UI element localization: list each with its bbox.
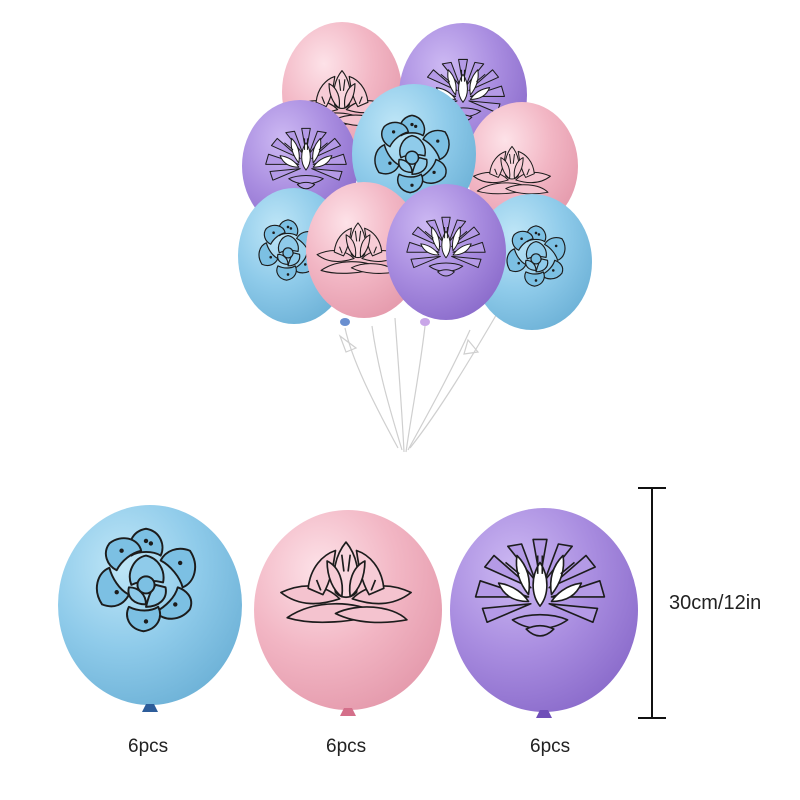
count-label-blue: 6pcs — [128, 736, 169, 757]
count-label-pink: 6pcs — [326, 736, 367, 757]
balloon-bouquet — [238, 22, 592, 453]
count-label-purple: 6pcs — [530, 736, 571, 757]
balloon-purple-agave — [450, 508, 638, 718]
balloon-strings — [338, 299, 506, 453]
size-label: 30cm/12in — [669, 592, 762, 614]
balloon-pink-lotus — [254, 510, 442, 716]
bouquet-balloon-front-pink — [306, 182, 422, 326]
balloon-blue-succulent — [58, 505, 242, 712]
bouquet-balloon-front-purple — [386, 184, 506, 326]
size-dimension-bracket — [638, 487, 666, 719]
